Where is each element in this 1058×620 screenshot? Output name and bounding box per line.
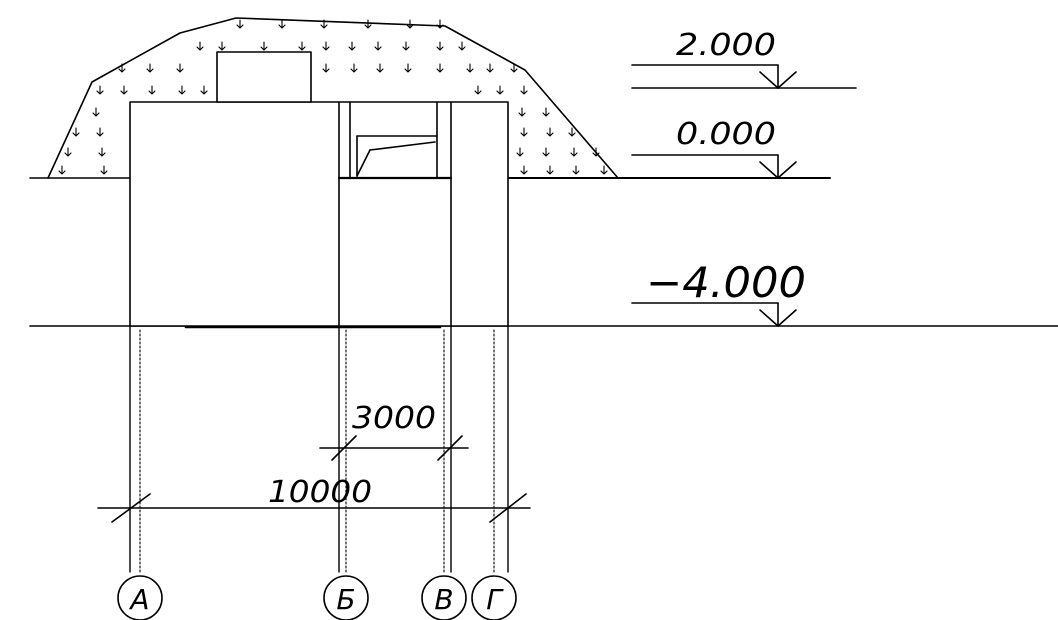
soil-hatch-mark: [436, 41, 444, 51]
stair-slope-2: [369, 141, 436, 151]
soil-hatch-mark: [146, 63, 154, 73]
soil-hatch-mark: [520, 127, 528, 137]
structure-outline: [129, 101, 509, 327]
soil-hatch-mark: [260, 41, 268, 51]
axis-label: Б: [336, 583, 355, 616]
soil-hatch-mark: [100, 165, 108, 175]
soil-hatch-mark: [404, 63, 412, 73]
level-marker-2000: 2.000: [631, 28, 857, 89]
soil-hatch-mark: [236, 19, 244, 29]
soil-hatch-mark: [178, 85, 186, 95]
soil-hatch-mark: [322, 41, 330, 51]
soil-hatch-mark: [510, 63, 518, 73]
dimension-3000: 3000: [319, 401, 469, 461]
axis-bubble-g: Г: [471, 575, 517, 620]
soil-hatch-mark: [120, 85, 128, 95]
soil-hatch-mark: [600, 165, 608, 175]
soil-hatch-mark: [436, 19, 444, 29]
soil-hatch-mark: [520, 85, 528, 95]
soil-hatch-mark: [96, 85, 104, 95]
soil-hatch-mark: [58, 165, 66, 175]
soil-hatch-mark: [486, 63, 494, 73]
soil-hatch-mark: [546, 165, 554, 175]
level-label: −4.000: [646, 258, 806, 307]
soil-hatch-mark: [322, 63, 330, 73]
soil-hatch-mark: [176, 63, 184, 73]
soil-hatch-mark: [348, 41, 356, 51]
soil-hatch-mark: [436, 63, 444, 73]
roof-hatch-box: [216, 51, 312, 103]
soil-hatch-mark: [374, 41, 382, 51]
soil-hatch-mark: [298, 41, 306, 51]
soil-hatch-mark: [72, 127, 80, 137]
soil-hatch-mark: [474, 85, 482, 95]
soil-hatch-mark: [516, 147, 524, 157]
soil-hatch-mark: [592, 147, 600, 157]
stair-slope-1: [356, 149, 371, 177]
dimension-label: 3000: [352, 401, 436, 436]
soil-hatch-mark: [568, 127, 576, 137]
soil-hatch-mark: [496, 85, 504, 95]
soil-mound: [47, 17, 619, 179]
level-label: 2.000: [676, 28, 776, 63]
level-marker-minus-4000: −4.000: [631, 258, 806, 327]
soil-hatch-mark: [96, 127, 104, 137]
soil-hatch-mark: [520, 165, 528, 175]
soil-hatch-mark: [196, 41, 204, 51]
soil-hatch-mark: [518, 107, 526, 117]
axis-bubble-b: Б: [323, 575, 369, 620]
soil-hatch-mark: [406, 19, 414, 29]
soil-hatch-mark: [572, 165, 580, 175]
axis-bubble-v: В: [421, 575, 467, 620]
soil-hatch-mark: [148, 85, 156, 95]
level-marker-0000: 0.000: [631, 117, 797, 179]
soil-hatch-mark: [542, 147, 550, 157]
soil-hatch-mark: [466, 63, 474, 73]
soil-hatch-mark: [92, 107, 100, 117]
soil-hatch-mark: [546, 127, 554, 137]
level-label: 0.000: [676, 117, 776, 152]
soil-hatch-mark: [570, 147, 578, 157]
soil-hatch-mark: [376, 63, 384, 73]
soil-hatching: [58, 19, 608, 175]
soil-hatch-mark: [118, 63, 126, 73]
soil-hatch-mark: [200, 85, 208, 95]
soil-hatch-mark: [218, 41, 226, 51]
dimension-label: 10000: [268, 475, 372, 510]
soil-hatch-mark: [278, 19, 286, 29]
axis-bubble-a: А: [117, 575, 163, 620]
soil-hatch-mark: [402, 41, 410, 51]
soil-hatch-mark: [542, 107, 550, 117]
axis-label: Г: [486, 583, 504, 616]
soil-hatch-mark: [364, 19, 372, 29]
axis-label: А: [128, 583, 149, 616]
soil-hatch-mark: [458, 41, 466, 51]
soil-hatch-mark: [98, 147, 106, 157]
axis-label: В: [434, 583, 453, 616]
dimension-10000: 10000: [97, 475, 531, 523]
soil-hatch-mark: [64, 147, 72, 157]
soil-hatch-mark: [320, 19, 328, 29]
soil-hatch-mark: [350, 63, 358, 73]
